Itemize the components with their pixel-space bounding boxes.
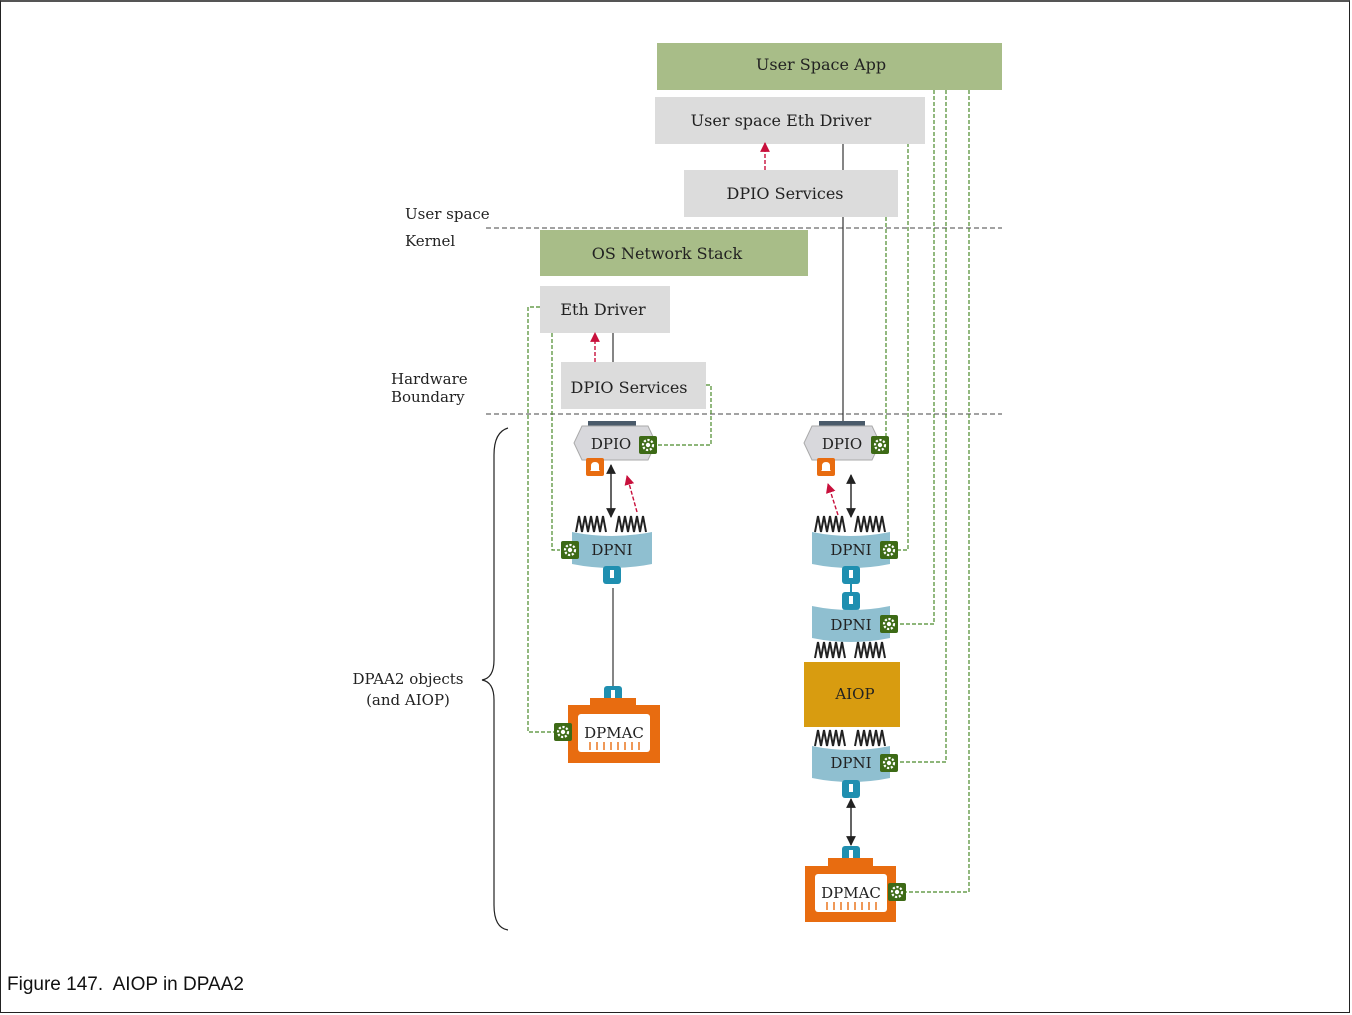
dpio-right-label: DPIO — [822, 435, 862, 453]
dpmac-right-label: DPMAC — [821, 884, 881, 902]
dpio-left-bell-icon — [586, 458, 604, 476]
control-lines — [527, 90, 970, 893]
dpni-right-bottom-port-icon — [842, 780, 860, 798]
dpni-right-mid-shape — [812, 606, 890, 642]
dpni-right-mid-port-icon — [842, 592, 860, 610]
hardware-label-line1: Hardware — [391, 370, 468, 388]
dpmac-right-pins — [826, 902, 877, 910]
dpmac-right-gear-icon — [886, 881, 908, 903]
dpmac-left-pins — [589, 742, 640, 750]
dpio-services-kernel-box — [561, 362, 706, 409]
solid-connectors — [612, 144, 844, 688]
eth-driver-label: Eth Driver — [560, 300, 646, 319]
dpni-left-label: DPNI — [591, 541, 632, 559]
aiop-label: AIOP — [834, 685, 874, 703]
dpio-right-shape — [803, 425, 881, 461]
dpni-right-top-port-icon — [842, 566, 860, 584]
dpni-right-top-gear-icon — [878, 539, 900, 561]
dpni-right-top-shape — [812, 532, 890, 568]
dpni-right-bottom-shape — [812, 746, 890, 782]
eth-driver-box — [540, 286, 670, 333]
dpni-right-bottom-gear-icon — [878, 752, 900, 774]
dpio-left-label: DPIO — [591, 435, 631, 453]
dpni-right-notify-arrow — [826, 483, 839, 516]
dpio-services-kernel-label: DPIO Services — [571, 378, 688, 397]
dpni-left-port-icon — [603, 566, 621, 584]
dpni-right-mid-label: DPNI — [830, 616, 871, 634]
kernel-label: Kernel — [405, 232, 455, 250]
dpni-right-bottom-label: DPNI — [830, 754, 871, 772]
user-space-app-box — [657, 43, 1002, 90]
dpio-services-user-label: DPIO Services — [727, 184, 844, 203]
dpni-right-top-label: DPNI — [830, 541, 871, 559]
dpni-left-notify-arrow — [624, 475, 638, 513]
dpni-right-bottom-queues — [814, 729, 886, 747]
dpni-left-gear-icon — [559, 539, 581, 561]
dpio-left-gear-icon — [637, 434, 659, 456]
dpaa2-group-brace — [481, 427, 509, 931]
dpni-left-shape — [572, 532, 652, 568]
user-space-label: User space — [405, 205, 490, 223]
dpni-right-top-queues — [814, 515, 886, 533]
os-network-stack-box — [540, 230, 808, 276]
dpio-right-portal-bar — [819, 421, 865, 426]
dpni-right-mid-gear-icon — [878, 613, 900, 635]
user-space-eth-driver-label: User space Eth Driver — [691, 111, 872, 130]
os-network-stack-label: OS Network Stack — [592, 244, 743, 263]
user-space-app-label: User Space App — [756, 55, 886, 74]
dpio-right-bell-icon — [817, 458, 835, 476]
dpio-left-portal-bar — [588, 421, 636, 426]
dpni-right-mid-queues — [814, 641, 886, 659]
group-label-line1: DPAA2 objects — [352, 670, 463, 688]
figure-caption: Figure 147. AIOP in DPAA2 — [7, 974, 244, 995]
dpio-left-shape — [573, 425, 657, 461]
group-label-line2: (and AIOP) — [366, 691, 450, 709]
dpni-left-queues — [575, 515, 647, 533]
dpmac-left-gear-icon — [552, 721, 574, 743]
dpio-services-user-box — [684, 170, 898, 217]
hardware-label-line2: Boundary — [391, 388, 465, 406]
aiop-box — [804, 662, 900, 727]
dpio-right-gear-icon — [869, 434, 891, 456]
dpmac-left-label: DPMAC — [584, 724, 644, 742]
user-space-eth-driver-box — [655, 97, 925, 144]
